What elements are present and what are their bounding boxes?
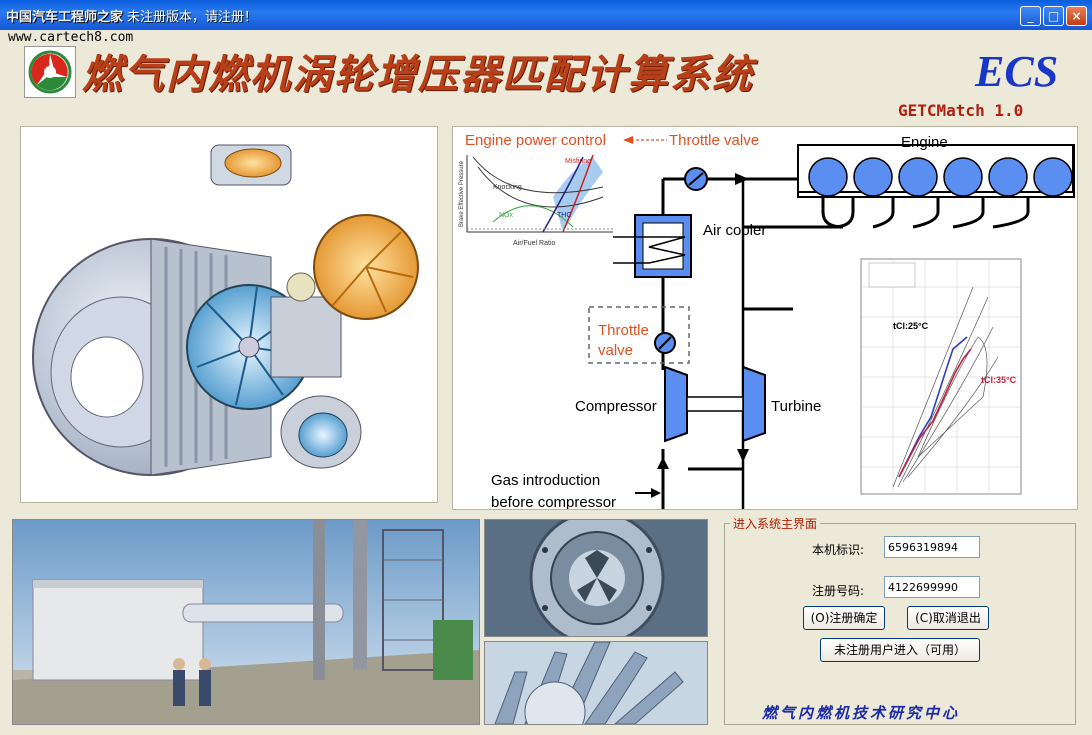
login-group-box xyxy=(724,523,1076,725)
label-turbine: Turbine xyxy=(771,398,821,415)
website-url: www.cartech8.com xyxy=(8,30,134,45)
close-button[interactable]: × xyxy=(1066,6,1087,26)
turbine-icon xyxy=(742,365,766,443)
app-abbr: ECS xyxy=(975,47,1059,96)
reg-code-field[interactable] xyxy=(884,576,980,598)
maximize-button[interactable]: □ xyxy=(1043,6,1064,26)
power-plant-photo xyxy=(12,519,480,725)
map-label-35: tCl:35°C xyxy=(981,375,1017,385)
inset-ylabel: Brake Effective Pressure xyxy=(459,160,465,227)
research-center-name: 燃气内燃机技术研究中心 xyxy=(762,704,961,722)
app-version: GETCMatch 1.0 xyxy=(898,101,1024,120)
system-diagram-panel: Engine power control Throttle valve Misf… xyxy=(452,126,1078,510)
inset-knocking: Knocking xyxy=(493,184,522,191)
throttle-valve-box xyxy=(588,306,690,364)
system-diagram: Engine power control Throttle valve Misf… xyxy=(453,127,1077,509)
label-air-cooler: Air cooler xyxy=(703,222,766,239)
inset-nox: NOx xyxy=(499,212,514,219)
map-label-25: tCl:25°C xyxy=(893,321,929,331)
inset-thc: THC xyxy=(557,212,571,219)
machine-id-field[interactable] xyxy=(884,536,980,558)
engine-cylinders xyxy=(808,157,1073,197)
label-gas-intro-1: Gas introduction xyxy=(491,472,600,489)
unregistered-notice: 未注册版本，请注册！ xyxy=(127,10,258,25)
label-throttle-valve-top: Throttle valve xyxy=(669,132,759,149)
app-logo xyxy=(24,46,76,98)
reg-code-label: 注册号码: xyxy=(812,584,865,598)
label-engine-power-control: Engine power control xyxy=(465,132,606,149)
window-brand: 中国汽车工程师之家 xyxy=(6,10,124,25)
inset-xlabel: Air/Fuel Ratio xyxy=(513,240,556,247)
label-engine: Engine xyxy=(901,134,948,151)
label-compressor: Compressor xyxy=(575,398,657,415)
inset-misfiring: Misfiring xyxy=(565,158,591,165)
title-bar-text: 中国汽车工程师之家未注册版本，请注册！ xyxy=(6,6,257,25)
logo-icon xyxy=(28,50,72,94)
label-throttle-valve-1: Throttle xyxy=(598,322,649,339)
machine-id-label: 本机标识: xyxy=(812,543,865,557)
turbocharger-cutaway-panel xyxy=(20,126,438,503)
register-confirm-button[interactable]: (O)注册确定 xyxy=(803,606,885,630)
compressor-icon xyxy=(664,365,688,443)
label-throttle-valve-2: valve xyxy=(598,342,633,359)
login-group-title: 进入系统主界面 xyxy=(730,515,821,532)
cancel-exit-button[interactable]: (C)取消退出 xyxy=(907,606,989,630)
app-title: 燃气内燃机涡轮增压器匹配计算系统 xyxy=(82,51,754,98)
engine-block xyxy=(797,144,1075,198)
turbocharger-cutaway-image xyxy=(21,127,437,502)
inset-performance-graph: Misfiring Knocking NOx THC Air/Fuel Rati… xyxy=(459,154,613,247)
compressor-map: tCl:25°C tCl:35°C xyxy=(860,258,1022,495)
compressor-wheel-photo xyxy=(484,641,708,725)
turbine-nozzle-photo xyxy=(484,519,708,637)
title-bar[interactable] xyxy=(0,0,1092,30)
enter-unregistered-button[interactable]: 未注册用户进入（可用） xyxy=(820,638,980,662)
label-gas-intro-2: before compressor xyxy=(491,494,616,509)
minimize-button[interactable]: _ xyxy=(1020,6,1041,26)
